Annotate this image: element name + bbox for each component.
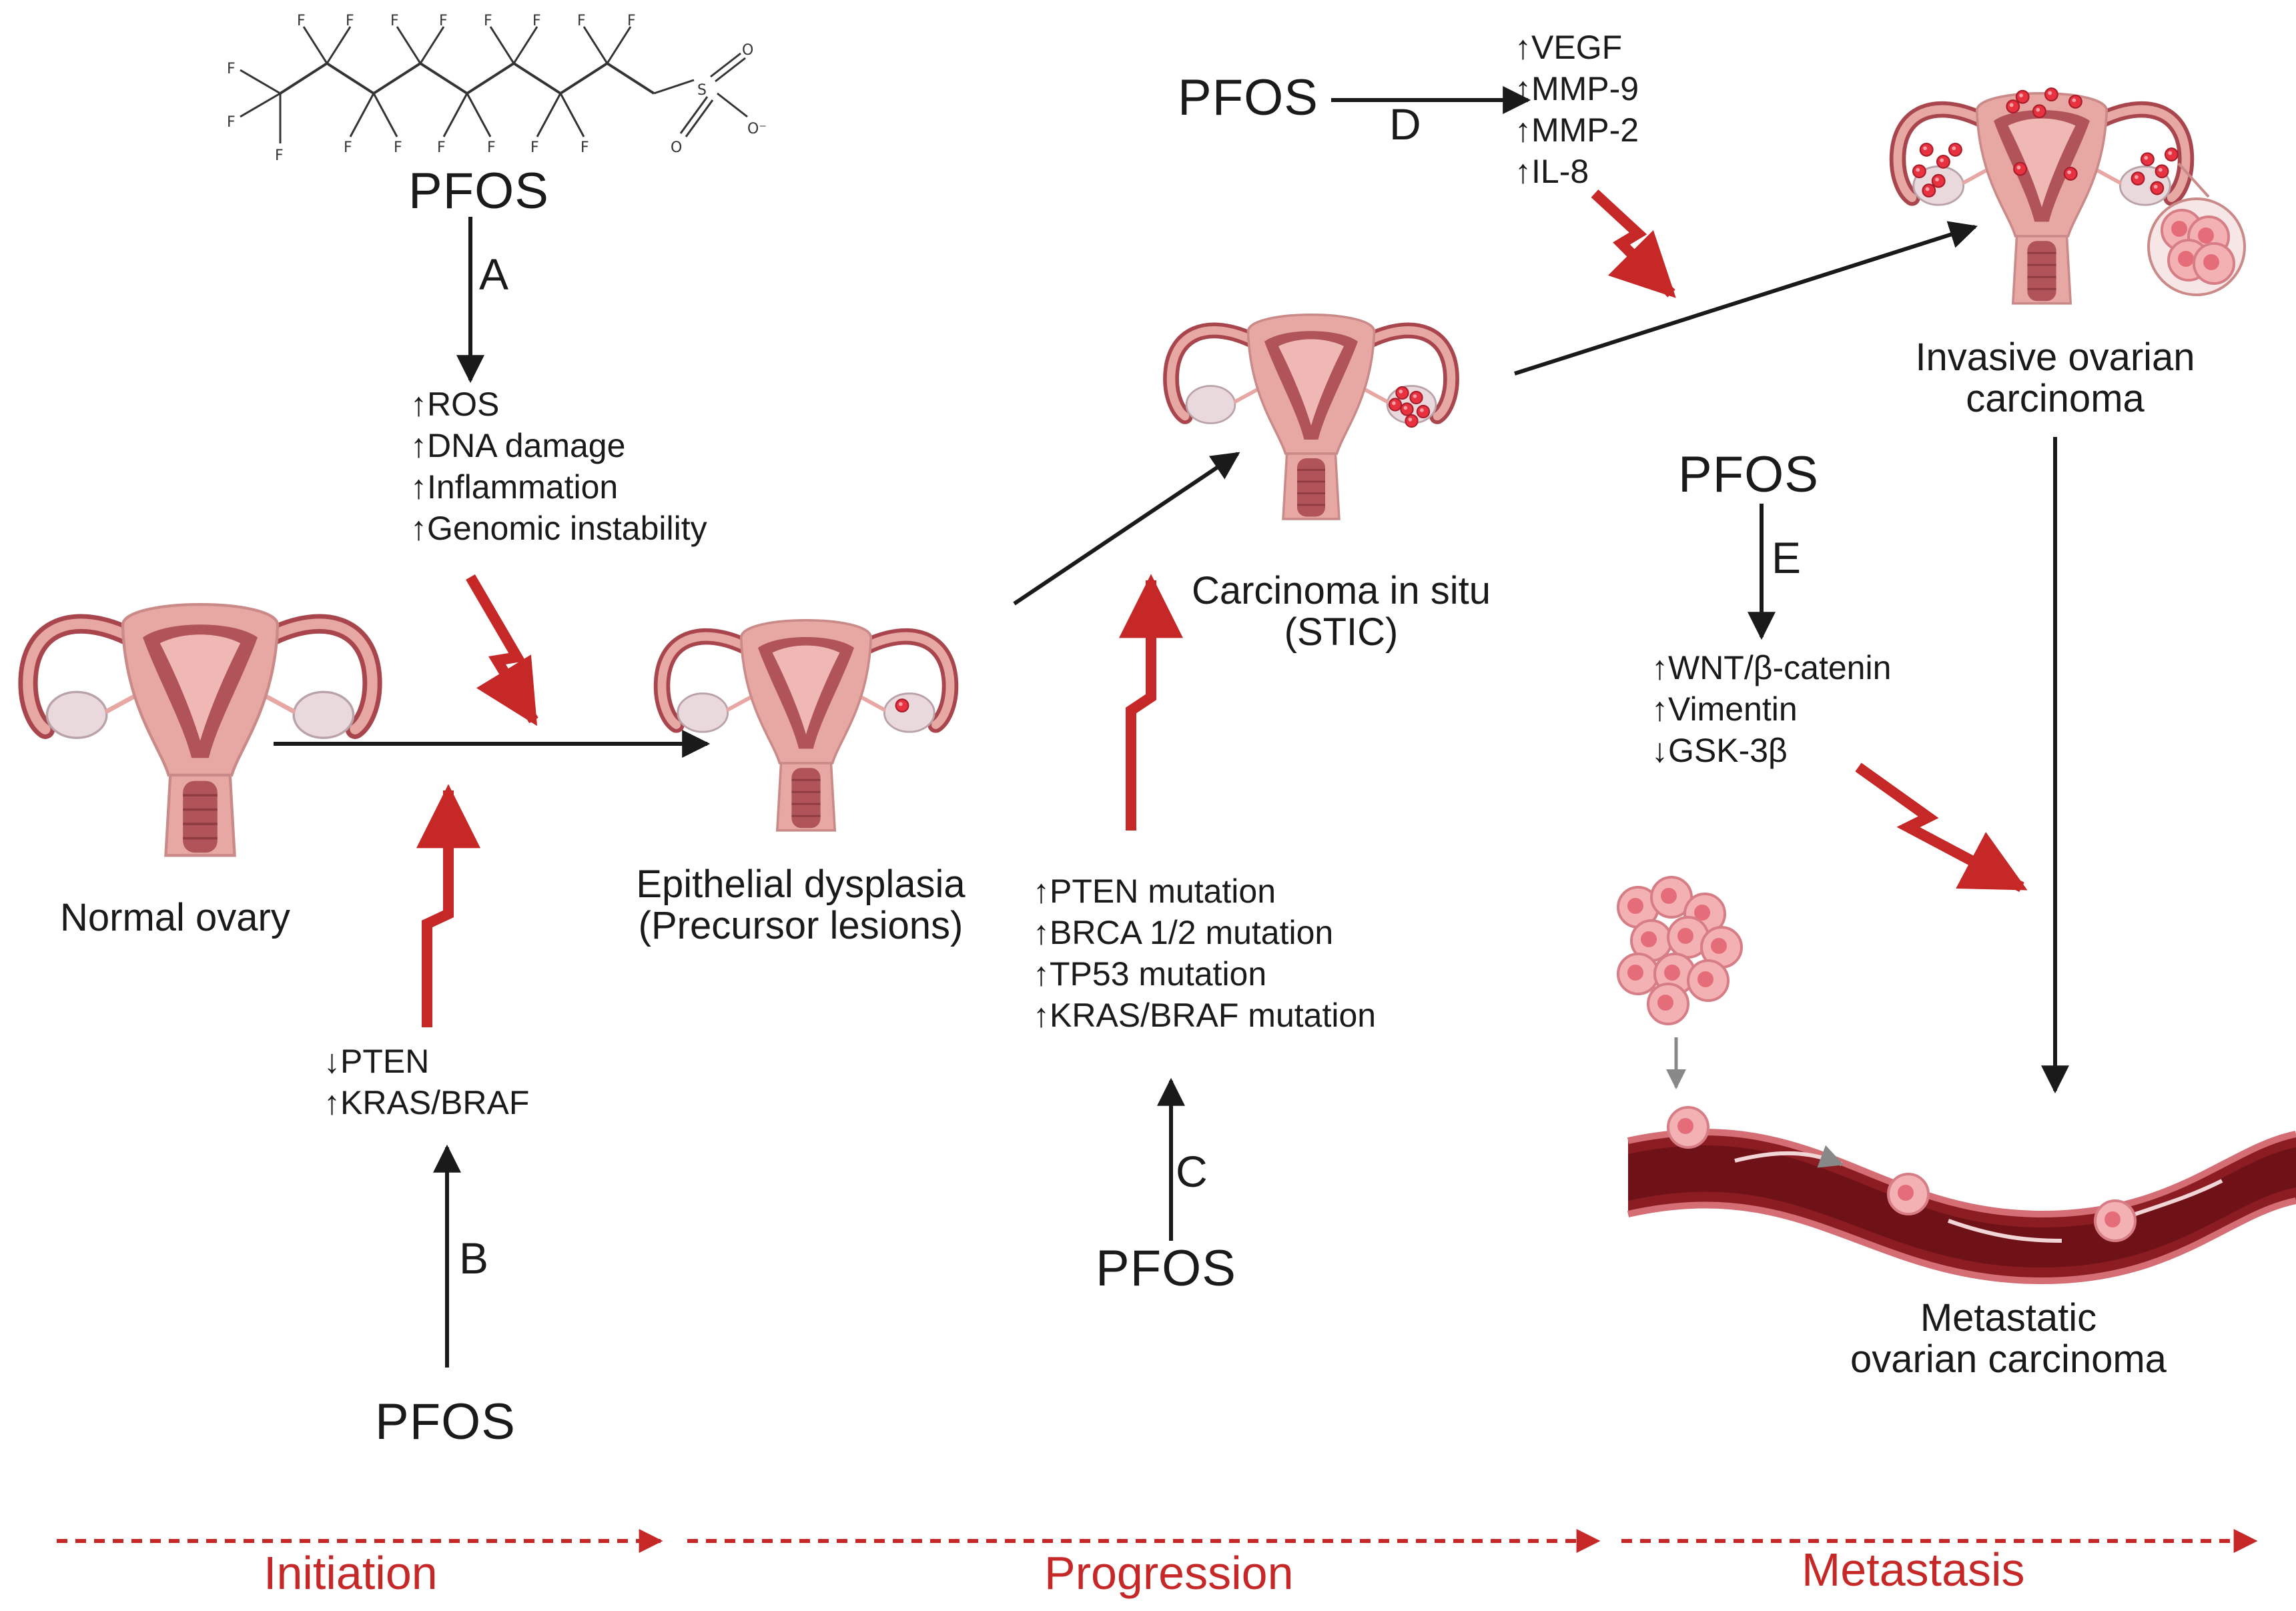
effect-item: ↑ROS [410,386,500,423]
f-atom: F [484,13,492,29]
f-atom: F [577,13,586,29]
f-atom: F [227,61,236,77]
effect-item: ↑KRAS/BRAF mutation [1033,997,1377,1034]
effect-item: ↑MMP-2 [1515,111,1639,149]
pfos-label-e: PFOS [1678,446,1819,503]
stage-metastatic-line2: ovarian carcinoma [1850,1337,2167,1381]
effect-item: ↑WNT/β-catenin [1651,649,1892,686]
s-atom: S [697,82,707,99]
stage-metastatic: Metastatic ovarian carcinoma [1828,1297,2189,1380]
stage-invasive-line1: Invasive ovarian [1915,336,2195,379]
effect-item: ↑MMP-9 [1515,70,1639,107]
stage-invasive: Invasive ovarian carcinoma [1888,337,2222,420]
phase-initiation: Initiation [264,1547,438,1599]
effect-item: ↑VEGF [1515,29,1623,66]
f-atom: F [530,139,539,156]
f-atom: F [439,13,448,29]
f-atom: F [532,13,541,29]
pathway-a-effects: ↑ROS ↑DNA damage ↑Inflammation ↑Genomic … [410,384,707,549]
uterus-dysplasia [662,620,950,831]
pfos-label-b: PFOS [375,1394,516,1450]
f-atom: F [487,139,496,156]
effect-item: ↓GSK-3β [1651,732,1788,769]
f-atom: F [227,114,236,131]
arrow-dysplasia-to-insitu [1013,452,1240,606]
f-atom: F [344,139,352,156]
effect-item: ↑Vimentin [1651,690,1798,728]
lightning-d [1591,189,1676,298]
f-atom: F [275,147,284,164]
effect-item: ↑BRCA 1/2 mutation [1033,914,1334,951]
pfos-label-d: PFOS [1178,69,1318,126]
o-minus-atom: O⁻ [747,121,767,137]
pathway-letter-a: A [479,249,509,299]
pathway-b-effects: ↓PTEN ↑KRAS/BRAF [324,1041,529,1123]
effect-item: ↑KRAS/BRAF [324,1084,530,1121]
effect-item: ↑Inflammation [410,468,619,506]
pfos-molecule: F F F F F F F F F F F F F F F F F S O O … [227,13,767,164]
uterus-invasive [1898,88,2186,304]
pathway-letter-d: D [1389,99,1421,149]
f-atom: F [627,13,636,29]
lightning-e [1855,762,2028,893]
progression-arrows [274,86,2069,1368]
pathway-c-effects: ↑PTEN mutation ↑BRCA 1/2 mutation ↑TP53 … [1033,871,1376,1036]
o-atom: O [671,139,682,156]
f-atom: F [581,139,589,156]
arrow-insitu-to-invasive [1514,221,1978,376]
pathway-d-effects: ↑VEGF ↑MMP-9 ↑MMP-2 ↑IL-8 [1515,27,1639,192]
f-atom: F [297,13,306,29]
stage-insitu-line1: Carcinoma in situ [1191,569,1491,612]
stage-metastatic-line1: Metastatic [1920,1296,2097,1339]
effect-item: ↑DNA damage [410,427,626,464]
effect-item: ↑PTEN mutation [1033,873,1276,910]
pathway-letter-b: B [459,1233,489,1283]
phase-progression: Progression [1044,1547,1294,1599]
stage-invasive-line2: carcinoma [1966,377,2145,420]
pathway-letter-e: E [1772,533,1802,582]
f-atom: F [437,139,446,156]
uterus-normal [28,604,372,855]
pathway-letter-c: C [1176,1147,1208,1196]
lightning-a [466,574,538,726]
o-atom: O [742,42,753,59]
f-atom: F [346,13,354,29]
blood-vessel [1627,1106,2296,1285]
pathway-e-effects: ↑WNT/β-catenin ↑Vimentin ↓GSK-3β [1651,647,1891,771]
stage-dysplasia: Epithelial dysplasia (Precursor lesions) [601,864,1001,947]
effect-item: ↑TP53 mutation [1033,955,1267,993]
f-atom: F [394,139,402,156]
effect-item: ↑Genomic instability [410,510,707,547]
stage-carcinoma-in-situ: Carcinoma in situ (STIC) [1174,570,1508,653]
stage-dysplasia-line1: Epithelial dysplasia [636,863,966,906]
pfos-label-a: PFOS [408,163,549,219]
lightning-c [1119,574,1183,831]
effect-item: ↓PTEN [324,1043,430,1080]
stage-normal-ovary: Normal ovary [60,896,290,939]
stage-insitu-line2: (STIC) [1284,610,1399,654]
effect-item: ↑IL-8 [1515,153,1589,190]
lightning-b [416,784,480,1027]
lightning-arrows [416,189,2028,1027]
f-atom: F [390,13,399,29]
pfos-label-c: PFOS [1096,1240,1236,1297]
metastatic-cell-cluster [1617,876,1743,1025]
phase-metastasis: Metastasis [1802,1544,2025,1596]
tumor-magnified [2147,162,2246,296]
stage-dysplasia-line2: (Precursor lesions) [638,904,964,947]
uterus-carcinoma-in-situ [1171,315,1451,519]
